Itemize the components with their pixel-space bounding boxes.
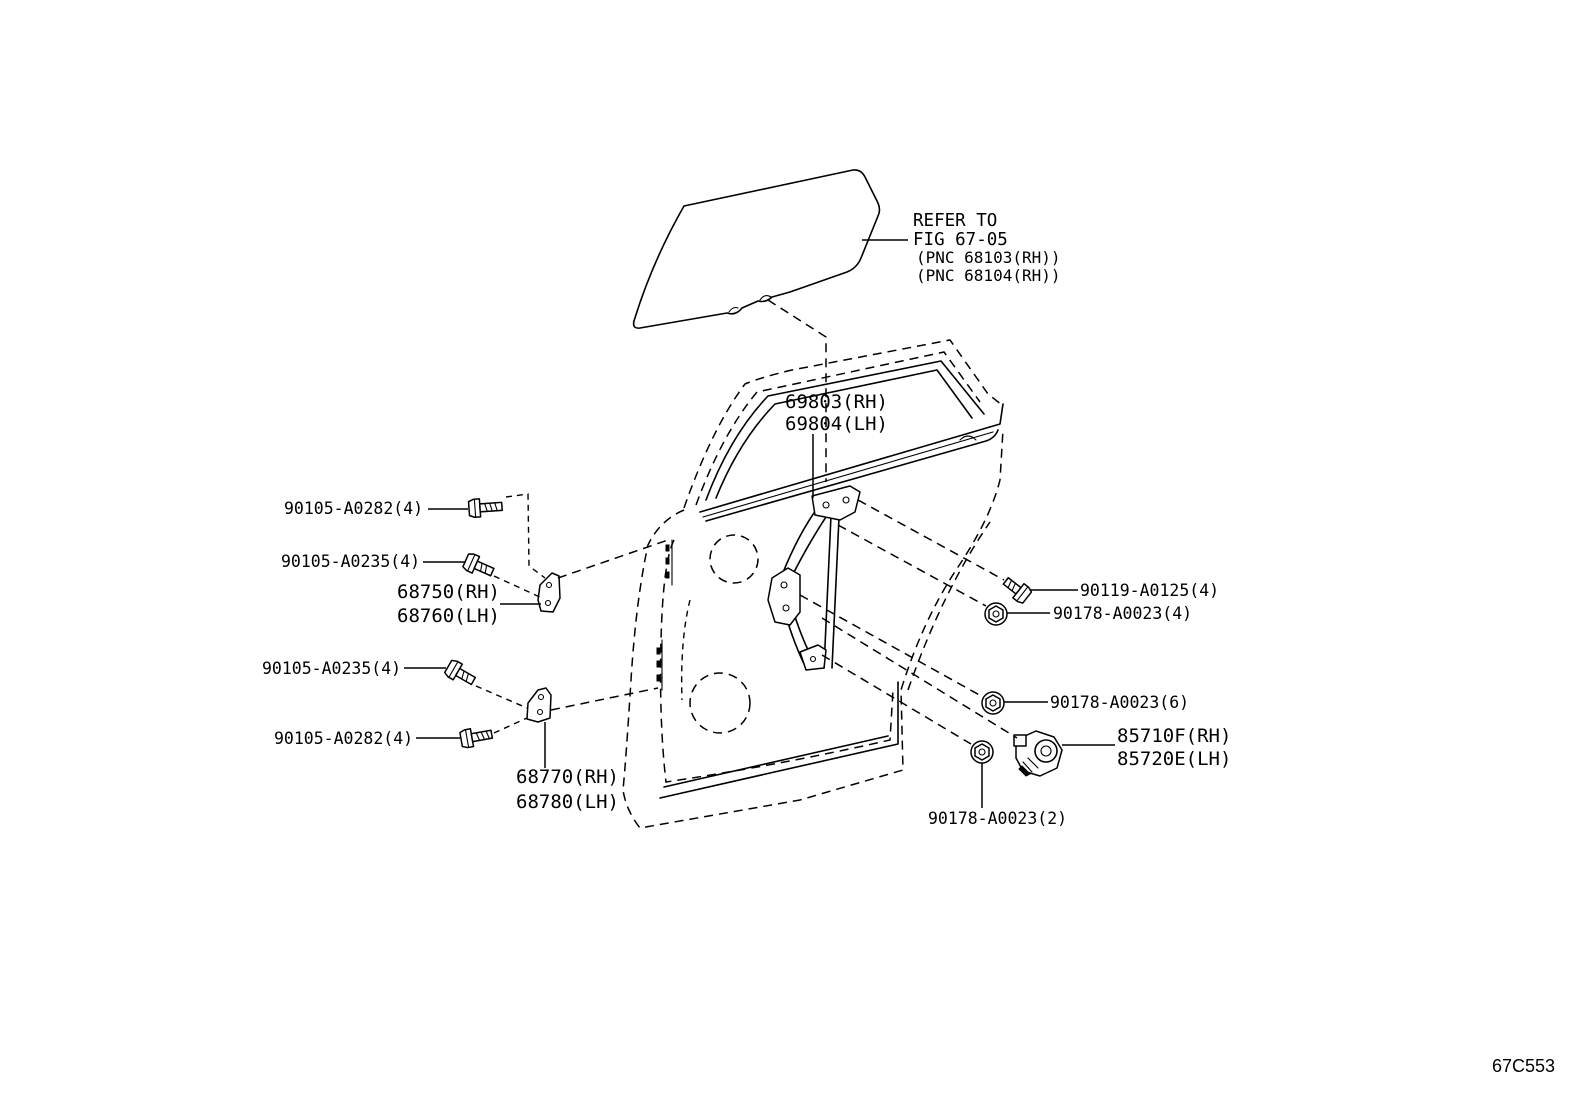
lower-hinge-bolt-bottom-label: 90105-A0282(4) (274, 729, 413, 748)
motor-nut-label: 90178-A0023(2) (928, 809, 1067, 828)
upper-hinge-label-lh: 68760(LH) (397, 605, 500, 627)
regulator-bolt-label: 90119-A0125(4) (1080, 581, 1219, 600)
regulator-nut (984, 602, 1008, 626)
lower-hinge-bolt-top-label: 90105-A0235(4) (262, 659, 401, 678)
upper-hinge-bolt-side-assembly-line (493, 575, 543, 599)
upper-hinge-label-rh: 68750(RH) (397, 581, 500, 603)
lower-hinge-label-lh: 68780(LH) (516, 791, 619, 813)
upper-hinge-bolt-top (467, 498, 503, 519)
glass-assembly-line (767, 299, 827, 482)
window-regulator (767, 485, 861, 671)
upper-hinge-bolt-top-label: 90105-A0282(4) (284, 499, 423, 518)
rear-door-panel (622, 339, 1004, 829)
regulator-bolt-assembly-line (857, 499, 1005, 581)
upper-hinge-bolt-side-label: 90105-A0235(4) (281, 552, 420, 571)
motor-nut-assembly-line (821, 654, 972, 745)
motor-nut (970, 740, 994, 764)
glass-reference-line1: REFER TO (913, 211, 997, 231)
upper-hinge-bolt-top-assembly-line (505, 493, 546, 579)
regulator-nut-label: 90178-A0023(4) (1053, 604, 1192, 623)
regulator-label-rh: 69803(RH) (785, 391, 888, 413)
regulator-nut-lower-assembly-line (799, 594, 984, 698)
upper-hinge-assembly-line (557, 539, 669, 579)
lower-hinge-bolt-top (443, 659, 477, 686)
motor-assembly-line (821, 617, 1018, 739)
motor-label-lh: 85720E(LH) (1117, 748, 1231, 770)
motor-label-rh: 85710F(RH) (1117, 725, 1231, 747)
regulator-nut-lower-label: 90178-A0023(6) (1050, 693, 1189, 712)
upper-hinge-bolt-side (462, 553, 495, 577)
glass-reference-pnc-2: (PNC 68104(RH)) (916, 266, 1061, 285)
lower-hinge-bolt-bottom (459, 728, 494, 749)
lower-hinge-bolt-bottom-assembly-line (493, 717, 528, 734)
lower-hinge (526, 687, 552, 723)
window-glass (632, 169, 881, 329)
regulator-nut-assembly-line (837, 524, 987, 607)
lower-hinge-assembly-line (550, 687, 659, 711)
lower-hinge-label-rh: 68770(RH) (516, 766, 619, 788)
lower-hinge-bolt-top-assembly-line (475, 685, 528, 709)
regulator-label-lh: 69804(LH) (785, 413, 888, 435)
regulator-nut-lower (981, 691, 1005, 715)
regulator-bolt (1002, 577, 1033, 604)
regulator-motor (1013, 730, 1063, 777)
glass-reference-pnc-1: (PNC 68103(RH)) (916, 248, 1061, 267)
glass-reference-line2: FIG 67-05 (913, 230, 1008, 250)
upper-hinge (537, 572, 561, 613)
figure-id: 67C553 (1492, 1056, 1555, 1076)
